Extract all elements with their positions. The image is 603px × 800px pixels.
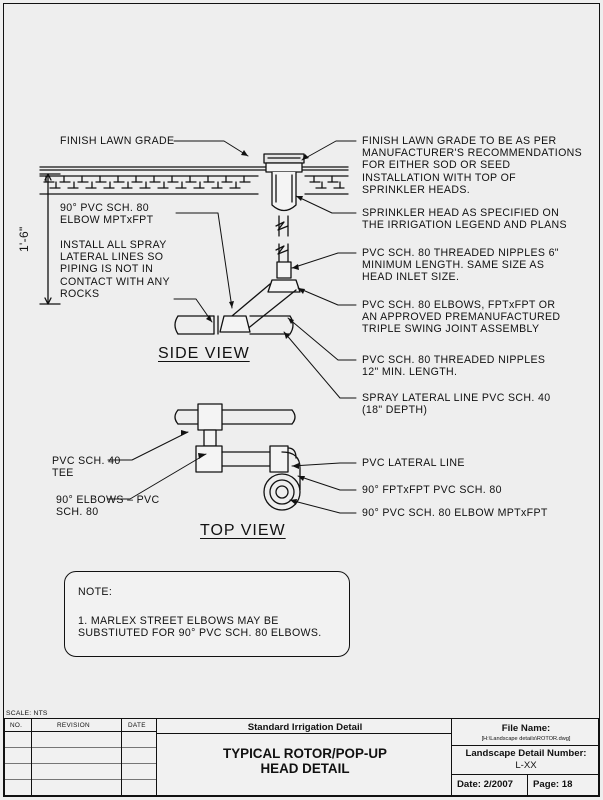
sprinkler-head xyxy=(263,153,305,263)
dimension-line xyxy=(39,173,61,305)
note-title: NOTE: xyxy=(78,586,113,598)
nipples-12-label: PVC SCH. 80 THREADED NIPPLES 12" MIN. LE… xyxy=(362,354,546,379)
detail-number-label: Landscape Detail Number: xyxy=(465,748,587,759)
elbow-mpt-label: 90° PVC SCH. 80 ELBOW MPTxFPT xyxy=(60,202,154,227)
col-no-header: NO. xyxy=(10,722,23,729)
top-view-title: TOP VIEW xyxy=(200,522,286,539)
side-lateral-pipe xyxy=(174,315,294,335)
col-revision-header: REVISION xyxy=(57,722,90,729)
pvc-lateral-label: PVC LATERAL LINE xyxy=(362,457,465,469)
dimension-label: 1'-6" xyxy=(17,226,31,252)
scale-label: SCALE: NTS xyxy=(6,710,48,717)
file-name-value: [H:\Landscape details\ROTOR.dwg] xyxy=(481,736,571,742)
arrow-heads xyxy=(181,150,309,505)
sheet-border xyxy=(3,3,600,797)
finish-lawn-grade-label: FINISH LAWN GRADE xyxy=(60,135,175,147)
detail-title: TYPICAL ROTOR/POP-UP HEAD DETAIL xyxy=(223,746,387,776)
nipples-6-label: PVC SCH. 80 THREADED NIPPLES 6" MINIMUM … xyxy=(362,247,559,284)
title-block: NO. REVISION DATE Standard Irrigation De… xyxy=(4,718,599,796)
date-value: Date: 2/2007 xyxy=(457,779,513,790)
page-value: Page: 18 xyxy=(533,779,573,790)
pvc-tee-label: PVC SCH. 40 TEE xyxy=(52,455,121,480)
top-view-assembly xyxy=(174,403,301,511)
sprinkler-head-label: SPRINKLER HEAD AS SPECIFIED ON THE IRRIG… xyxy=(362,207,567,232)
file-name-label: File Name: xyxy=(501,723,551,734)
finish-lawn-grade-note: FINISH LAWN GRADE TO BE AS PER MANUFACTU… xyxy=(362,135,583,196)
note-box: NOTE: 1. MARLEX STREET ELBOWS MAY BE SUB… xyxy=(64,571,350,657)
detail-number-value: L-XX xyxy=(515,760,537,771)
elbow-mpt-right-label: 90° PVC SCH. 80 ELBOW MPTxFPT xyxy=(362,507,548,519)
install-note-label: INSTALL ALL SPRAY LATERAL LINES SO PIPIN… xyxy=(60,239,170,300)
elbows-fpt-label: PVC SCH. 80 ELBOWS, FPTxFPT OR AN APPROV… xyxy=(362,299,561,336)
fpt-fpt-label: 90° FPTxFPT PVC SCH. 80 xyxy=(362,484,502,496)
swing-joint xyxy=(213,261,301,335)
elbows-90-label: 90° ELBOWS – PVC SCH. 80 xyxy=(56,494,160,519)
standard-detail-label: Standard Irrigation Detail xyxy=(247,722,363,733)
note-text: 1. MARLEX STREET ELBOWS MAY BE SUBSTIUTE… xyxy=(78,615,322,640)
side-view-title: SIDE VIEW xyxy=(158,345,250,362)
spray-lateral-label: SPRAY LATERAL LINE PVC SCH. 40 (18" DEPT… xyxy=(362,392,551,417)
leader-lines xyxy=(107,140,357,514)
col-date-header: DATE xyxy=(128,722,146,729)
